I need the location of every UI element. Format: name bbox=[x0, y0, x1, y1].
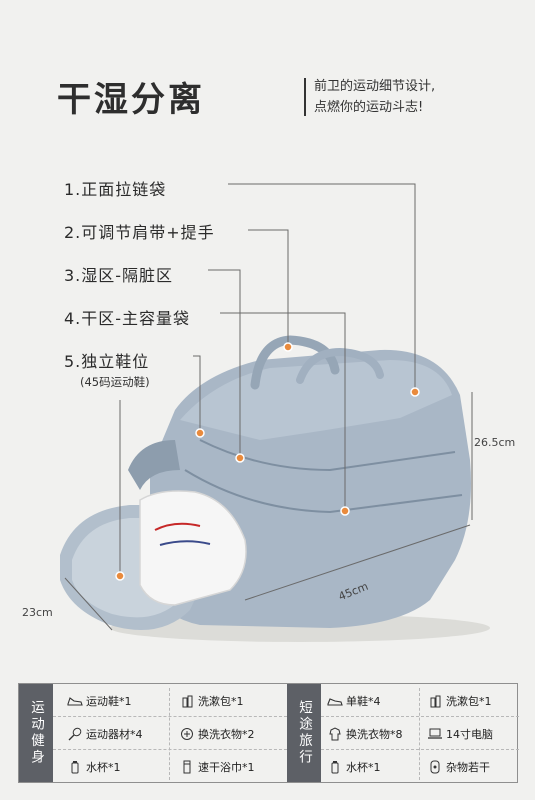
packing-table: 运动健身 短途旅行 运动鞋*1 洗漱包*1 运动器材*4 换洗衣物*2 水杯*1… bbox=[18, 683, 519, 783]
clothes-icon bbox=[327, 726, 343, 742]
bag-illustration bbox=[60, 183, 490, 642]
list-item: 运动器材*4 bbox=[67, 720, 143, 748]
row-divider bbox=[53, 716, 287, 717]
callout-dot-6 bbox=[115, 571, 125, 581]
category-sport: 运动健身 bbox=[19, 684, 53, 782]
col-divider bbox=[419, 688, 420, 780]
bag-top-panel bbox=[180, 360, 452, 440]
list-item: 速干浴巾*1 bbox=[179, 753, 255, 781]
list-item: 洗漱包*1 bbox=[179, 687, 244, 715]
bag-zipper-front bbox=[199, 439, 456, 472]
misc-icon bbox=[427, 759, 443, 775]
bottle-icon bbox=[67, 759, 83, 775]
list-item: 运动鞋*1 bbox=[67, 687, 132, 715]
list-item: 水杯*1 bbox=[67, 753, 121, 781]
callout-dot-4 bbox=[340, 506, 350, 516]
towel-icon bbox=[179, 759, 195, 775]
row-divider bbox=[321, 749, 519, 750]
tagline-line-1: 前卫的运动细节设计, bbox=[314, 79, 436, 94]
racket-icon bbox=[67, 726, 83, 742]
row-divider bbox=[321, 716, 519, 717]
callout-dot-1 bbox=[410, 387, 420, 397]
list-item: 换洗衣物*2 bbox=[179, 720, 255, 748]
toiletry-bag-icon bbox=[179, 693, 195, 709]
callout-dot-2 bbox=[283, 342, 293, 352]
feature-front-zip-pocket: 1.正面拉链袋 bbox=[64, 180, 167, 199]
bag-side-handle bbox=[128, 440, 180, 490]
list-item: 杂物若干 bbox=[427, 753, 490, 781]
feature-dry-zone: 4.干区-主容量袋 bbox=[64, 309, 191, 328]
list-item: 洗漱包*1 bbox=[427, 687, 492, 715]
clothes-icon bbox=[179, 726, 195, 742]
shoe-icon bbox=[327, 693, 343, 709]
list-item: 14寸电脑 bbox=[427, 720, 493, 748]
row-divider bbox=[53, 749, 287, 750]
shoes bbox=[139, 490, 247, 606]
feature-shoulder-strap: 2.可调节肩带+提手 bbox=[64, 223, 215, 242]
page-title: 干湿分离 bbox=[57, 80, 205, 120]
list-item: 换洗衣物*8 bbox=[327, 720, 403, 748]
tagline: 前卫的运动细节设计, 点燃你的运动斗志! bbox=[314, 76, 435, 118]
col-divider bbox=[169, 688, 170, 780]
bag-zipper-main bbox=[184, 469, 463, 514]
bag-handle-2 bbox=[296, 347, 384, 384]
shoe-icon bbox=[67, 693, 83, 709]
list-item: 水杯*1 bbox=[327, 753, 381, 781]
tagline-divider bbox=[304, 78, 306, 116]
feature-wet-zone: 3.湿区-隔脏区 bbox=[64, 266, 174, 285]
callout-dot-3 bbox=[235, 453, 245, 463]
callout-dot-5 bbox=[195, 428, 205, 438]
dimension-height: 26.5cm bbox=[474, 436, 516, 449]
list-item: 单鞋*4 bbox=[327, 687, 381, 715]
feature-shoe-note: (45码运动鞋) bbox=[80, 375, 150, 389]
bottle-icon bbox=[327, 759, 343, 775]
laptop-icon bbox=[427, 726, 443, 742]
toiletry-bag-icon bbox=[427, 693, 443, 709]
category-travel: 短途旅行 bbox=[287, 684, 321, 782]
dimension-width: 23cm bbox=[22, 606, 53, 619]
tagline-line-2: 点燃你的运动斗志! bbox=[314, 100, 424, 115]
feature-shoe-compartment: 5.独立鞋位 bbox=[64, 352, 150, 371]
